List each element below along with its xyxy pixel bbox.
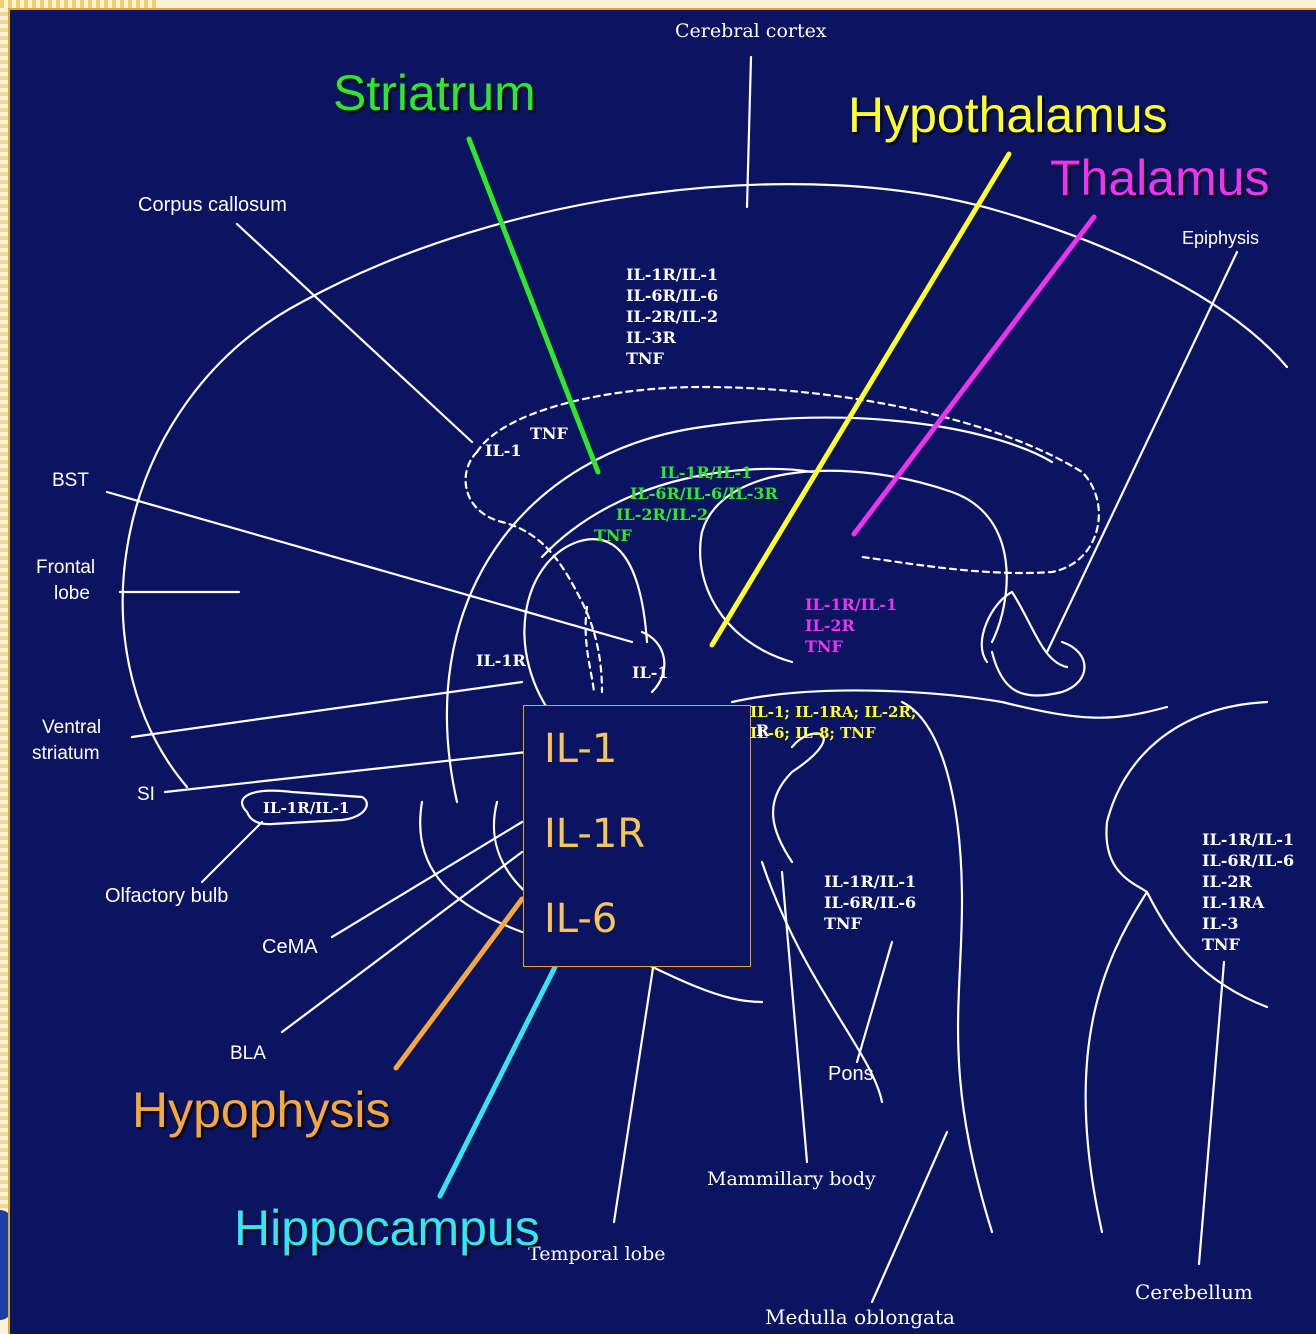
label-bla: BLA — [230, 1043, 266, 1066]
label-pons: Pons — [828, 1062, 874, 1086]
thalamus-leader-line — [854, 217, 1094, 534]
label-epiphysis: Epiphysis — [1182, 228, 1259, 250]
cytokines-olfactory: IL-1R/IL-1 — [263, 798, 349, 819]
decorative-border-top — [0, 0, 160, 8]
label-bst: BST — [52, 470, 89, 493]
hypophysis-leader-line — [396, 899, 522, 1068]
region-title-hippocampus: Hippocampus — [234, 1203, 540, 1253]
box-item-il1: IL-1 — [544, 726, 617, 772]
label-frontal-lobe-2: lobe — [54, 583, 90, 606]
interleukin-box: IL-1 IL-1R IL-6 — [523, 705, 751, 967]
region-title-hypophysis: Hypophysis — [132, 1085, 390, 1135]
cytokine-r-fragment: R — [756, 720, 769, 741]
cytokine-striatum-tnf: TNF — [530, 423, 568, 444]
label-temporal-lobe: Temporal lobe — [528, 1243, 666, 1266]
box-item-il6: IL-6 — [544, 896, 617, 942]
label-cema: CeMA — [262, 935, 318, 959]
label-cerebral-cortex: Cerebral cortex — [675, 20, 827, 43]
label-medulla-oblongata: Medulla oblongata — [765, 1305, 955, 1329]
cytokine-il1: IL-1 — [632, 662, 669, 683]
cytokine-il1r: IL-1R — [476, 650, 526, 671]
label-ventral-striatum-2: striatum — [32, 743, 100, 766]
box-item-il1r: IL-1R — [544, 811, 645, 857]
region-title-striatrum: Striatrum — [333, 68, 536, 118]
hippocampus-leader-line — [440, 959, 559, 1196]
region-title-hypothalamus: Hypothalamus — [848, 90, 1168, 140]
diagram-panel: Cerebral cortex Corpus callosum Epiphysi… — [8, 8, 1316, 1334]
label-si: SI — [137, 784, 155, 807]
label-olfactory-bulb: Olfactory bulb — [105, 884, 228, 908]
label-corpus-callosum: Corpus callosum — [138, 193, 287, 217]
cytokine-callosum-il1: IL-1 — [485, 440, 522, 461]
label-cerebellum: Cerebellum — [1135, 1280, 1253, 1304]
label-ventral-striatum-1: Ventral — [42, 717, 101, 740]
region-title-thalamus: Thalamus — [1050, 153, 1270, 203]
decorative-border-left — [0, 8, 8, 1208]
label-frontal-lobe-1: Frontal — [36, 557, 95, 580]
label-mammillary-body: Mammillary body — [707, 1168, 876, 1191]
